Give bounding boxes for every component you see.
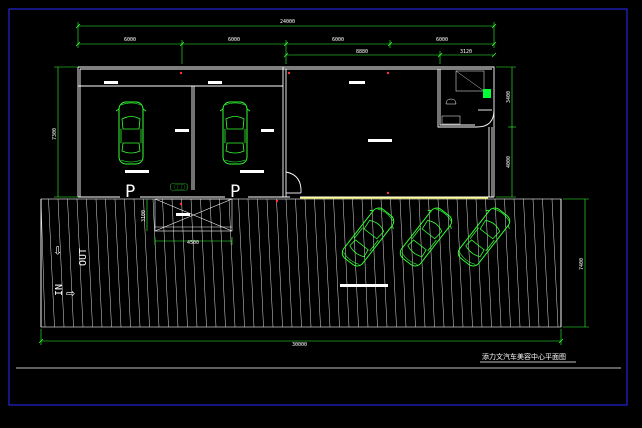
hatch-line bbox=[409, 198, 416, 328]
drawing-title: 添力文汽车美容中心平面图 bbox=[482, 352, 566, 361]
hatch-line bbox=[67, 198, 74, 328]
outdoor-car-3 bbox=[457, 207, 511, 267]
hatch-line bbox=[124, 198, 131, 328]
entry-ramp bbox=[154, 198, 233, 232]
hatch-line bbox=[228, 198, 236, 328]
hatch-line bbox=[418, 198, 426, 328]
dim-top-seg3: 6000 bbox=[332, 37, 344, 43]
hatch-line bbox=[247, 198, 255, 328]
hatch-line bbox=[48, 198, 55, 328]
hatch-line bbox=[371, 198, 378, 328]
hatch-line bbox=[295, 198, 302, 328]
dim-ramp-width: 4500 bbox=[187, 240, 199, 246]
hatch-line bbox=[162, 198, 169, 328]
hatch-line bbox=[285, 198, 293, 328]
dim-top-seg1: 6000 bbox=[124, 37, 136, 43]
hatch-line bbox=[105, 198, 112, 328]
hatch-line bbox=[95, 198, 103, 328]
hatch-line bbox=[466, 198, 473, 328]
dim-top-seg2: 6000 bbox=[228, 37, 240, 43]
hatch-line bbox=[456, 198, 464, 328]
bay-car-1 bbox=[115, 101, 147, 165]
toilet-icon bbox=[445, 98, 457, 105]
dim-ramp-height: 3100 bbox=[141, 210, 147, 222]
hatch-line bbox=[304, 198, 312, 328]
washroom-fixture-box bbox=[455, 70, 485, 92]
parking-label-1: P bbox=[125, 182, 135, 202]
outdoor-car-1 bbox=[341, 207, 395, 267]
hatch-line bbox=[532, 198, 540, 328]
hatch-line bbox=[266, 198, 274, 328]
hatch-line bbox=[133, 198, 141, 328]
dimension-lines bbox=[40, 22, 589, 345]
hatch-line bbox=[114, 198, 122, 328]
small-car-icon bbox=[170, 182, 188, 192]
column-markers bbox=[179, 71, 390, 206]
hatch-line bbox=[57, 198, 65, 328]
hatch-line bbox=[342, 198, 350, 328]
hatch-line bbox=[380, 198, 388, 328]
hatch-line bbox=[152, 198, 160, 328]
parking-label-2: P bbox=[230, 182, 240, 202]
washroom bbox=[441, 70, 491, 125]
dim-left-height: 7300 bbox=[52, 128, 58, 140]
sink-icon bbox=[441, 115, 461, 125]
hatch-line bbox=[428, 198, 435, 328]
drawing-frame-outer bbox=[8, 8, 628, 406]
in-label: IN bbox=[54, 284, 65, 296]
hatch-line bbox=[86, 198, 93, 328]
hatch-line bbox=[513, 198, 521, 328]
parking-lot-border bbox=[40, 198, 562, 328]
dim-right-lower: 4000 bbox=[506, 156, 512, 168]
outdoor-car-2 bbox=[399, 207, 453, 267]
hatch-line bbox=[504, 198, 511, 328]
in-arrow-icon: ⇨ bbox=[66, 287, 75, 300]
out-label: OUT bbox=[78, 248, 89, 266]
hatch-line bbox=[399, 198, 407, 328]
washroom-green-fixture bbox=[483, 89, 491, 98]
hatch-line bbox=[551, 198, 559, 328]
hatch-line bbox=[181, 198, 188, 328]
hatch-line bbox=[238, 198, 245, 328]
hatch-line bbox=[200, 198, 207, 328]
hatch-line bbox=[76, 198, 84, 328]
dim-top-sub1: 8880 bbox=[356, 49, 368, 55]
hatch-line bbox=[143, 198, 150, 328]
dim-right-upper: 3400 bbox=[506, 91, 512, 103]
hatch-line bbox=[276, 198, 283, 328]
dimension-ticks bbox=[38, 23, 564, 344]
hatch-line bbox=[209, 198, 217, 328]
hatch-line bbox=[314, 198, 321, 328]
hatch-line bbox=[361, 198, 369, 328]
hatch-line bbox=[257, 198, 264, 328]
hatch-line bbox=[171, 198, 179, 328]
hatch-line bbox=[390, 198, 397, 328]
hatch-line bbox=[494, 198, 502, 328]
dim-top-total: 24000 bbox=[280, 19, 295, 25]
hatch-line bbox=[523, 198, 530, 328]
dim-bottom-total: 30000 bbox=[292, 342, 307, 348]
hatch-line bbox=[437, 198, 445, 328]
hatch-line bbox=[190, 198, 198, 328]
hatch-line bbox=[542, 198, 549, 328]
hatch-line bbox=[219, 198, 226, 328]
hatch-line bbox=[485, 198, 492, 328]
hatch-line bbox=[323, 198, 331, 328]
hatch-line bbox=[40, 198, 46, 328]
dim-top-sub2: 3120 bbox=[460, 49, 472, 55]
bay-car-2 bbox=[219, 101, 251, 165]
room-label-bars bbox=[104, 81, 392, 287]
hatch-line bbox=[333, 198, 340, 328]
hatch-line bbox=[447, 198, 454, 328]
dim-top-seg4: 6000 bbox=[436, 37, 448, 43]
dim-right-outer: 7400 bbox=[579, 258, 585, 270]
out-arrow-icon: ⇦ bbox=[51, 246, 64, 255]
building-walls bbox=[77, 66, 495, 198]
